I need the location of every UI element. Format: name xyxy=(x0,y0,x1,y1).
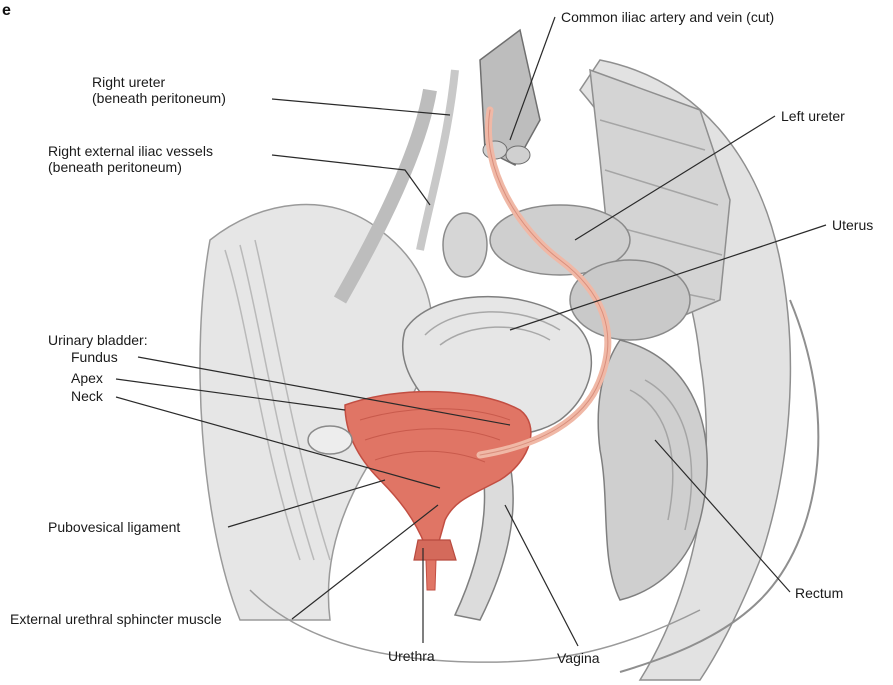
label-external-sphincter: External urethral sphincter muscle xyxy=(10,611,222,627)
label-right-ureter-2: (beneath peritoneum) xyxy=(92,90,226,106)
label-rectum: Rectum xyxy=(795,585,843,601)
sphincter-shape xyxy=(414,540,456,560)
iliac-cut-end-2 xyxy=(506,146,530,164)
label-right-ureter-1: Right ureter xyxy=(92,74,165,90)
label-right-ext-iliac-1: Right external iliac vessels xyxy=(48,143,213,159)
ovary xyxy=(443,213,487,277)
urethra-shape xyxy=(426,560,436,590)
pubic-symphysis xyxy=(308,426,352,454)
label-vagina: Vagina xyxy=(557,650,600,666)
label-pubovesical: Pubovesical ligament xyxy=(48,519,180,535)
label-right-ext-iliac-2: (beneath peritoneum) xyxy=(48,159,182,175)
label-left-ureter: Left ureter xyxy=(781,108,845,124)
figure-letter: e xyxy=(2,2,11,20)
sigmoid-loop-2 xyxy=(570,260,690,340)
label-fundus: Fundus xyxy=(71,349,118,365)
label-urinary-bladder: Urinary bladder: xyxy=(48,332,148,348)
label-uterus: Uterus xyxy=(832,217,873,233)
label-urethra: Urethra xyxy=(388,648,435,664)
leader-vagina xyxy=(505,505,578,646)
label-common-iliac: Common iliac artery and vein (cut) xyxy=(561,9,774,25)
label-neck: Neck xyxy=(71,388,103,404)
label-apex: Apex xyxy=(71,370,103,386)
